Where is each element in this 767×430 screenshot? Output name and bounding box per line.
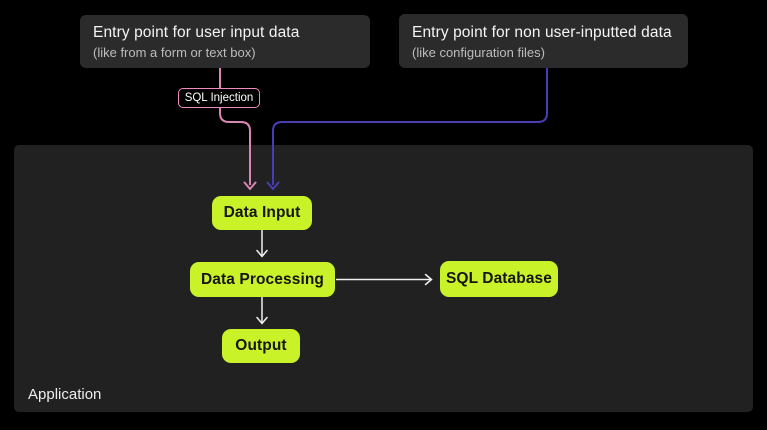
application-label: Application [28,386,102,403]
application-container: Application [14,145,753,412]
node-output: Output [222,329,300,363]
entry-box-non-user-input-subtitle: (like configuration files) [412,44,545,60]
node-data-processing: Data Processing [190,262,335,297]
node-data-input: Data Input [212,196,312,230]
entry-box-non-user-input-title: Entry point for non user-inputted data [412,23,672,41]
entry-box-user-input-subtitle: (like from a form or text box) [93,45,256,60]
sql-injection-label: SQL Injection [178,88,260,108]
entry-box-non-user-input: Entry point for non user-inputted data (… [399,14,688,68]
entry-box-user-input: Entry point for user input data (like fr… [80,15,370,68]
node-sql-database: SQL Database [440,261,558,297]
entry-box-user-input-title: Entry point for user input data [93,24,300,41]
